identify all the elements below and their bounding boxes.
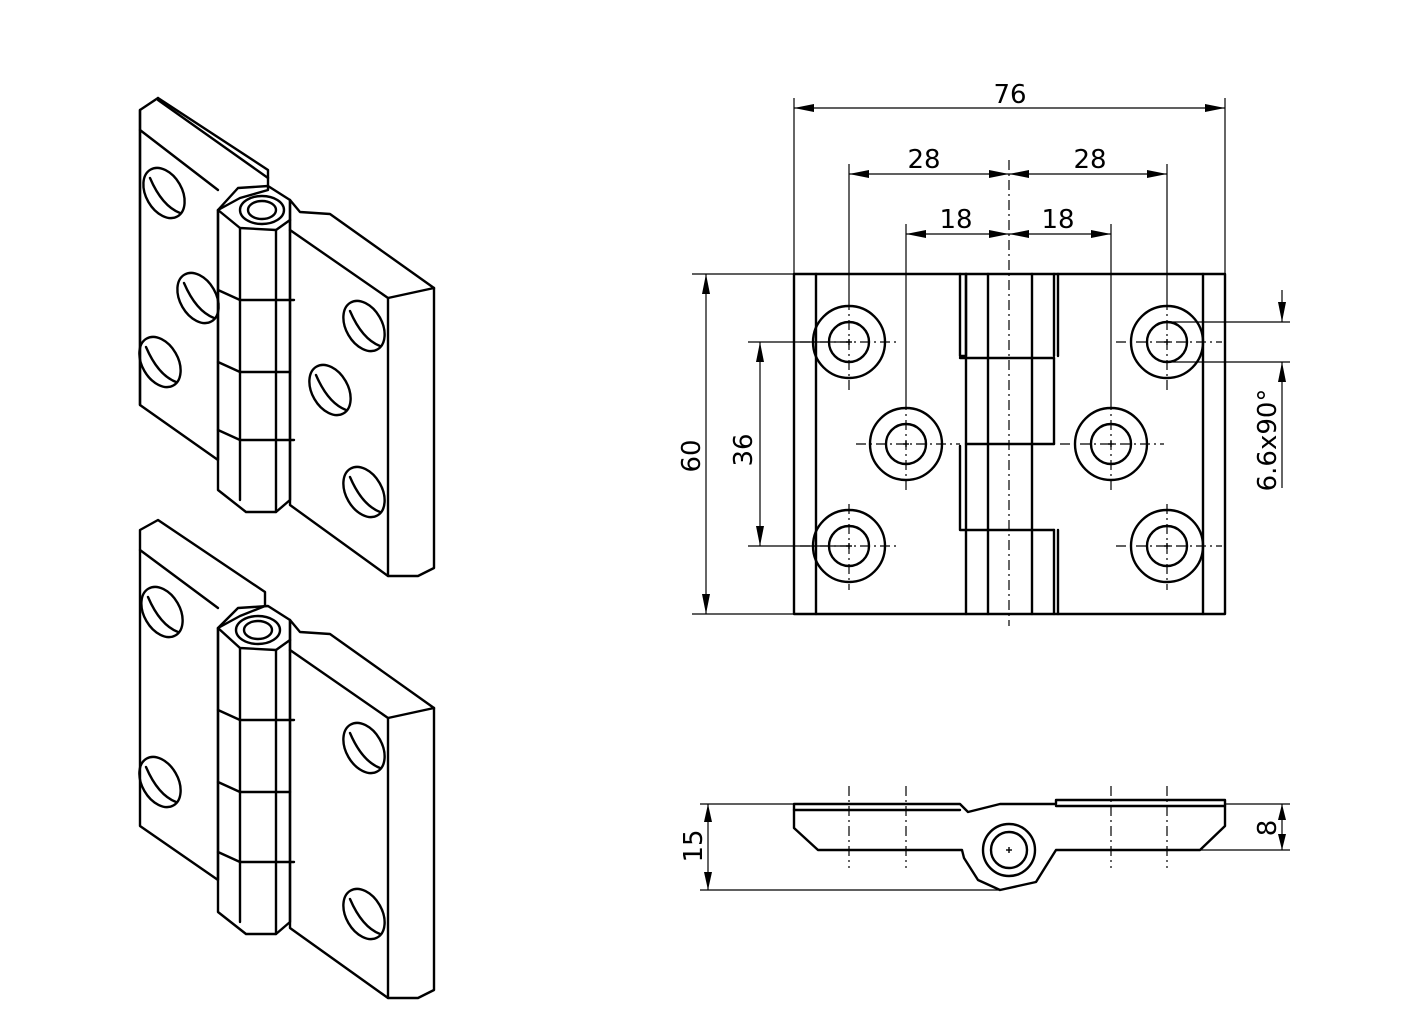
pin-inner [989, 830, 1029, 870]
front-view: 76 28 28 18 [677, 80, 1290, 626]
dim-28-right-label: 28 [1073, 145, 1106, 175]
dim-8-label: 8 [1253, 820, 1283, 837]
knuckles [958, 272, 1060, 616]
dim-60-label: 60 [677, 439, 707, 472]
dim-76-label: 76 [993, 80, 1026, 110]
hinge-barrel [216, 184, 296, 514]
dim-18-left-label: 18 [939, 205, 972, 235]
dim-28-left-label: 28 [907, 145, 940, 175]
hinge-barrel [216, 604, 296, 936]
dimension-leaf-thickness: 8 [1200, 803, 1290, 851]
dim-countersink-label: 6.6x90° [1253, 389, 1283, 492]
centerlines [800, 160, 1222, 626]
side-view: 15 8 [679, 786, 1290, 892]
dimension-inner-spacing-left: 18 [905, 205, 1009, 400]
dimension-overall-height: 60 [677, 273, 794, 615]
dim-18-right-label: 18 [1041, 205, 1074, 235]
pin-outer [981, 822, 1037, 878]
dimension-outer-spacing-right: 28 [1009, 145, 1168, 300]
right-leaf [288, 618, 436, 1000]
dimension-overall-thickness: 15 [679, 803, 1000, 891]
dimension-outer-spacing-left: 28 [848, 145, 1009, 300]
isometric-hinge-six-hole [138, 96, 436, 578]
right-leaf [288, 198, 436, 578]
dim-15-label: 15 [679, 829, 709, 862]
dimension-hole-row-spacing: 36 [729, 341, 849, 547]
dimension-inner-spacing-right: 18 [1009, 205, 1112, 400]
left-leaf [138, 518, 267, 882]
dim-36-label: 36 [729, 433, 759, 466]
isometric-hinge-four-hole [138, 518, 436, 1000]
dimension-overall-width: 76 [793, 80, 1226, 274]
dimension-countersink: 6.6x90° [1167, 290, 1290, 491]
left-leaf [138, 96, 270, 462]
